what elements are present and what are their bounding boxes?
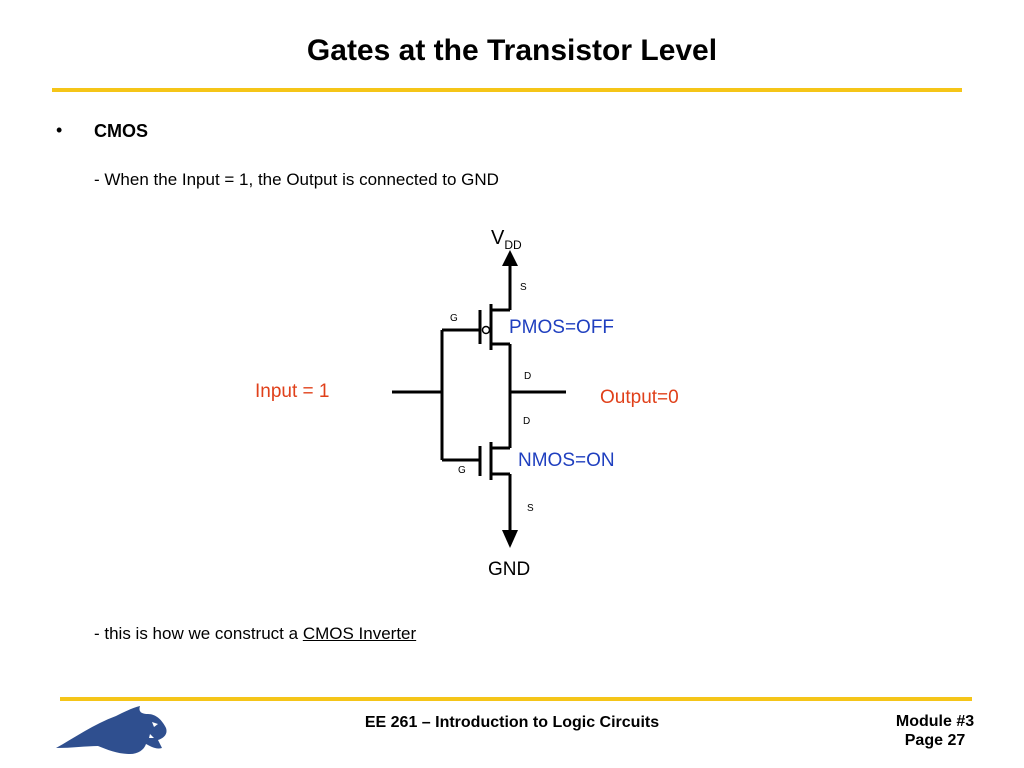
- nmos-source-terminal: S: [527, 503, 534, 514]
- conclusion-prefix: - this is how we construct a: [94, 624, 303, 643]
- cmos-inverter-link[interactable]: CMOS Inverter: [302, 624, 417, 643]
- pmos-source-terminal: S: [520, 282, 527, 293]
- module-number: Module #3: [895, 713, 975, 730]
- wildcat-logo-icon: [56, 706, 167, 754]
- slide-title: Gates at the Transistor Level: [306, 34, 718, 67]
- bullet-heading: CMOS: [94, 121, 148, 141]
- course-title: EE 261 – Introduction to Logic Circuits: [364, 714, 660, 731]
- pmos-gate-terminal: G: [450, 313, 458, 324]
- gnd-label: GND: [488, 559, 530, 580]
- bullet-dot: •: [56, 120, 63, 140]
- module-page-info: Module #3 Page 27: [880, 712, 990, 750]
- nmos-state-label: NMOS=ON: [518, 450, 615, 471]
- description-line: - When the Input = 1, the Output is conn…: [94, 170, 499, 189]
- vdd-label: VDD: [491, 227, 522, 252]
- nmos-drain-terminal: D: [523, 416, 530, 427]
- gnd-arrow-icon: [502, 530, 518, 548]
- vdd-arrow-icon: [502, 250, 518, 266]
- circuit-wires: [392, 262, 566, 530]
- pmos-drain-terminal: D: [524, 371, 531, 382]
- nmos-gate-terminal: G: [458, 465, 466, 476]
- top-divider: [52, 88, 962, 92]
- input-label: Input = 1: [255, 381, 329, 402]
- cmos-inverter-diagram: VDD GND PMOS=OFF NMOS=ON Input = 1 Outpu…: [255, 227, 679, 580]
- output-label: Output=0: [600, 387, 679, 408]
- bottom-divider: [60, 697, 972, 701]
- pmos-bubble-icon: [481, 325, 491, 335]
- conclusion-line: - this is how we construct a CMOS Invert…: [94, 624, 416, 644]
- pmos-state-label: PMOS=OFF: [509, 317, 614, 338]
- page-number: Page 27: [904, 732, 966, 749]
